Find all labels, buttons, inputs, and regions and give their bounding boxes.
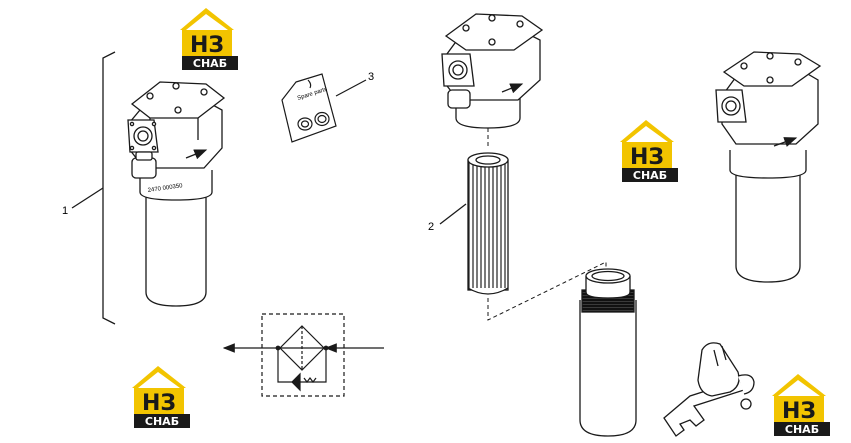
- logo-mark-text: НЗ: [190, 33, 224, 58]
- logo-watermark-1: НЗ СНАБ: [180, 8, 238, 70]
- logo-roof-icon: [180, 8, 234, 30]
- housing-assembly: [71, 51, 226, 325]
- logo-mark-bg: [134, 388, 184, 414]
- logo-mark-bg: [622, 142, 672, 168]
- logo-watermark-4: НЗ СНАБ: [772, 374, 830, 436]
- logo-caption-bg: [134, 414, 190, 428]
- filter-bowl: [579, 268, 637, 437]
- callout-2: 2: [428, 221, 434, 233]
- logo-caption-bg: [622, 168, 678, 182]
- logo-mark-text: НЗ: [630, 145, 664, 170]
- spare-parts-kit: [281, 73, 367, 143]
- logo-caption-text: СНАБ: [145, 415, 179, 428]
- logo-mark-text: НЗ: [142, 391, 176, 416]
- logo-roof-icon: [772, 374, 826, 396]
- logo-caption-bg: [774, 422, 830, 436]
- logo-caption-text: СНАБ: [785, 423, 819, 436]
- logo-mark-bg: [774, 396, 824, 422]
- callout-3: 3: [368, 71, 374, 83]
- logo-watermark-3: НЗ СНАБ: [132, 366, 190, 428]
- filter-schematic-symbol: [222, 313, 384, 397]
- housing-serial-label: 2470 000350: [147, 183, 183, 194]
- exploded-filter-head: [441, 13, 544, 129]
- logo-caption-text: СНАБ: [633, 169, 667, 182]
- logo-roof-icon: [132, 366, 186, 388]
- wrench-tool: [663, 342, 755, 437]
- logo-caption-bg: [182, 56, 238, 70]
- assembly-axis-lower: [487, 261, 607, 321]
- logo-roof-icon: [620, 120, 674, 142]
- filter-element: [439, 152, 509, 295]
- logo-mark-bg: [182, 30, 232, 56]
- assembled-filter-right: [715, 51, 822, 283]
- logo-mark-text: НЗ: [782, 399, 816, 424]
- callout-1: 1: [62, 205, 68, 217]
- logo-watermark-2: НЗ СНАБ: [620, 120, 678, 182]
- logo-caption-text: СНАБ: [193, 57, 227, 70]
